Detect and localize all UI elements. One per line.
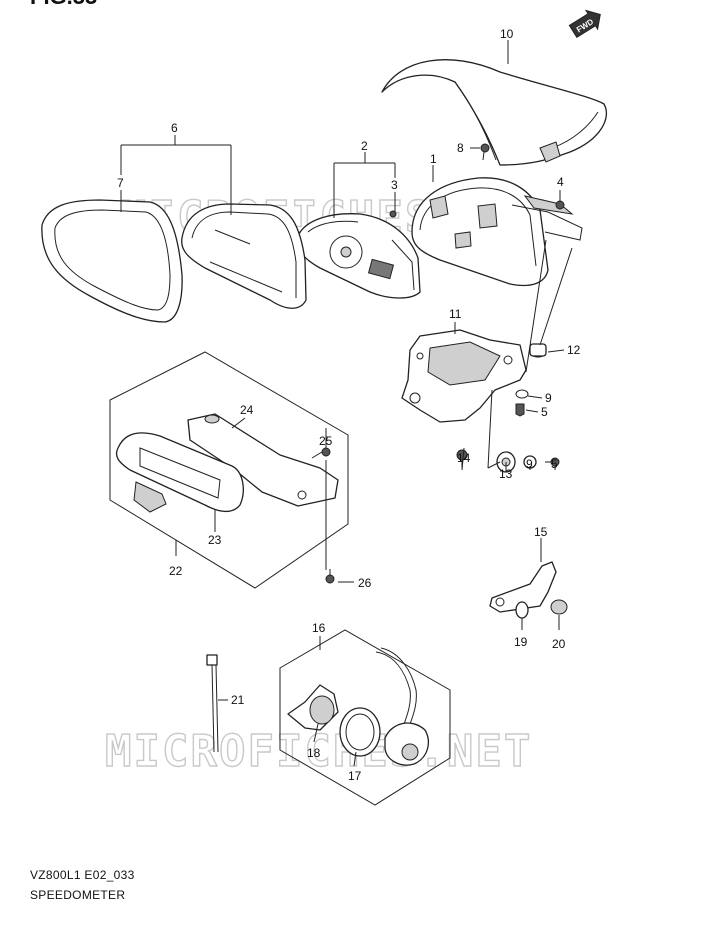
label-25: 25 xyxy=(319,434,333,448)
part-meter-panel xyxy=(181,203,307,309)
label-26-visible: 26 xyxy=(358,576,372,590)
label-16: 16 xyxy=(312,621,326,635)
part-bracket-15 xyxy=(489,561,568,619)
part-meter-bracket xyxy=(401,329,527,423)
part-indicator-box xyxy=(109,351,349,589)
label-1: 1 xyxy=(430,152,437,166)
label-12: 12 xyxy=(567,343,581,357)
label-6: 6 xyxy=(171,121,178,135)
label-3: 3 xyxy=(391,178,398,192)
part-meter-cover xyxy=(381,59,608,166)
label-7: 7 xyxy=(117,176,124,190)
label-8: 8 xyxy=(457,141,464,155)
label-5-upper: 5 xyxy=(541,405,548,419)
label-24: 24 xyxy=(240,403,254,417)
label-13: 13 xyxy=(499,467,513,481)
label-11: 11 xyxy=(449,307,462,321)
label-14: 14 xyxy=(457,451,471,465)
label-10: 10 xyxy=(500,27,514,41)
label-23: 23 xyxy=(208,533,222,547)
part-grommet xyxy=(529,343,547,358)
label-22: 22 xyxy=(169,564,183,578)
label-2: 2 xyxy=(361,139,368,153)
figure-label: FIG.33 xyxy=(30,0,97,9)
part-meter-assembly xyxy=(296,213,421,299)
fwd-arrow-icon: FWD xyxy=(568,9,601,39)
label-9-upper: 9 xyxy=(545,391,552,405)
label-17: 17 xyxy=(348,769,362,783)
label-15: 15 xyxy=(534,525,548,539)
label-18: 18 xyxy=(307,746,321,760)
part-number-labels: 10 6 7 2 3 1 8 4 11 12 9 9 5 14 13 9 5 2… xyxy=(117,27,581,783)
label-4: 4 xyxy=(557,175,564,189)
footer-code: VZ800L1 E02_033 xyxy=(30,868,135,882)
part-sensor-box xyxy=(279,629,451,806)
label-9-lower: 9 xyxy=(526,457,533,471)
footer-title: SPEEDOMETER xyxy=(30,888,126,902)
leader-lines xyxy=(120,40,573,767)
part-meter-case xyxy=(411,177,583,287)
label-19: 19 xyxy=(514,635,528,649)
label-20: 20 xyxy=(552,637,566,651)
label-5-lower: 5 xyxy=(551,457,558,471)
part-screws-small xyxy=(389,143,565,473)
part-cable-tie xyxy=(206,654,219,753)
label-21: 21 xyxy=(231,693,245,707)
part-lens-frame xyxy=(41,199,183,323)
watermark-bottom: MICROFICHES.NET xyxy=(105,726,532,777)
